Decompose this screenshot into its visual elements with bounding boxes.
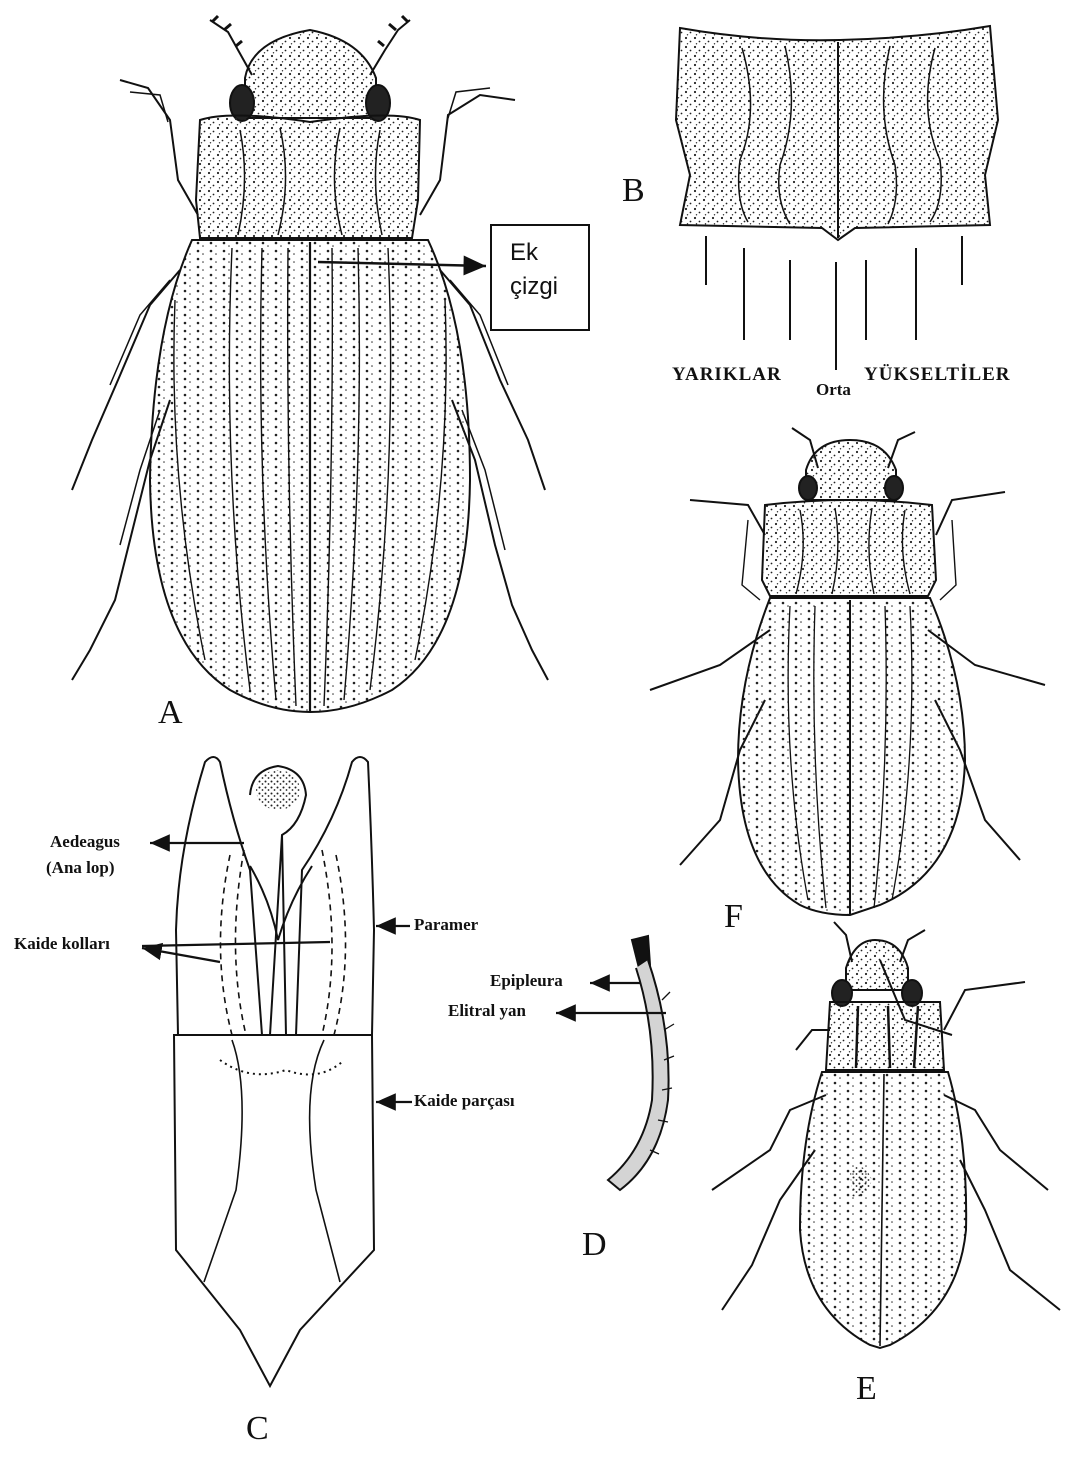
arrow-basal-arms-left: [142, 948, 220, 962]
pronotum-b-drawing: [676, 26, 998, 370]
beetle-e-drawing: [712, 922, 1060, 1348]
ek-cizgi-line-2: çizgi: [510, 270, 588, 304]
beetle-a-drawing: [72, 16, 548, 712]
label-kaide-parcasi: Kaide parçası: [414, 1091, 515, 1111]
label-ana-lop: (Ana lop): [46, 858, 114, 878]
label-paramer: Paramer: [414, 915, 478, 935]
label-yukseltiler: YÜKSELTİLER: [864, 364, 1011, 386]
panel-label-d: D: [582, 1226, 607, 1264]
genitalia-c-drawing: [174, 757, 374, 1386]
panel-label-e: E: [856, 1370, 877, 1408]
panel-label-a: A: [158, 694, 183, 732]
ek-cizgi-callout-box: Ek çizgi: [490, 224, 590, 331]
label-aedeagus: Aedeagus: [50, 832, 120, 852]
ek-cizgi-line-1: Ek: [510, 236, 588, 270]
panel-label-b: B: [622, 172, 645, 210]
panel-label-f: F: [724, 898, 743, 936]
elytra-section-d-drawing: [608, 936, 674, 1190]
beetle-f-drawing: [650, 428, 1045, 915]
label-yariklar: YARIKLAR: [672, 364, 782, 386]
panel-label-c: C: [246, 1410, 269, 1448]
label-epipleura: Epipleura: [490, 971, 563, 991]
label-kaide-kollari: Kaide kolları: [14, 934, 110, 954]
label-elitral-yan: Elitral yan: [448, 1001, 526, 1021]
label-orta: Orta: [816, 380, 851, 400]
